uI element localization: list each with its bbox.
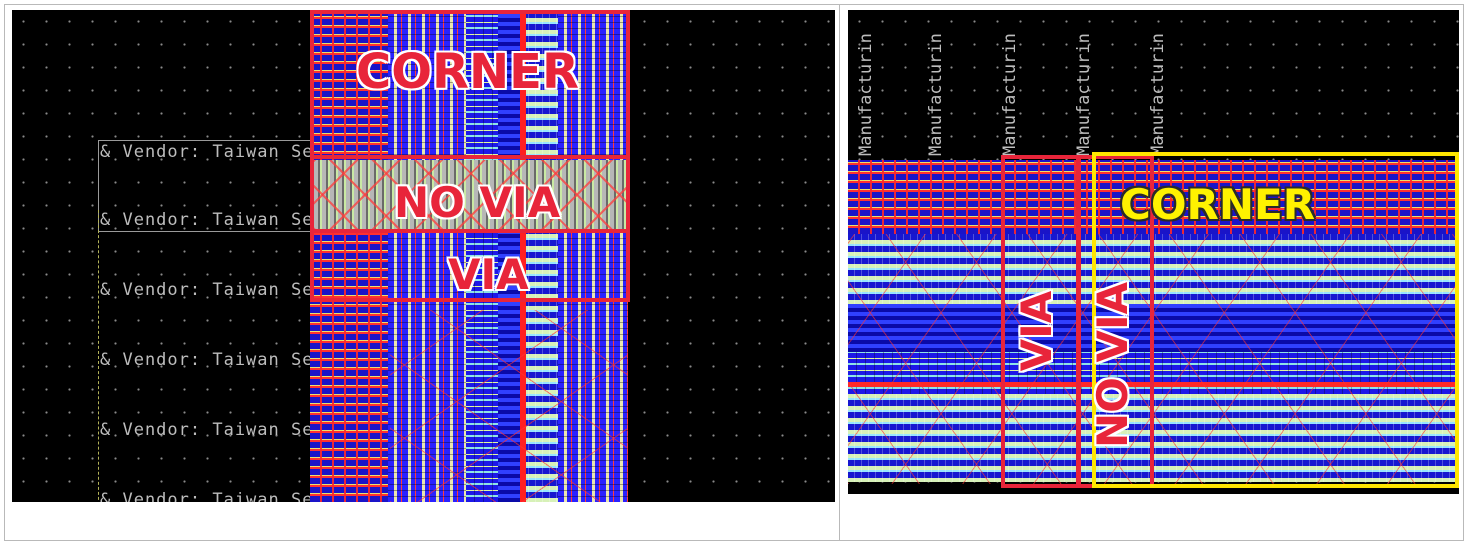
- cell-outline-dashed: [98, 210, 312, 502]
- layout-column-red: [310, 10, 388, 502]
- corner-highlight-box: [1092, 152, 1459, 488]
- no-via-label: NO VIA: [1088, 281, 1137, 448]
- vertical-text: Manufacturin: [856, 33, 876, 156]
- vertical-text: Manufacturin: [1074, 33, 1094, 156]
- corner-label: CORNER: [356, 44, 579, 100]
- cross-pattern: [390, 310, 628, 502]
- layout-rail: [520, 10, 526, 502]
- vendor-label: & Vendor: Taiwan Semi: [100, 280, 336, 300]
- no-via-highlight-box: [310, 155, 630, 233]
- vendor-label: & Vendor: Taiwan Semi: [100, 210, 336, 230]
- vendor-label: & Vendor: Taiwan Semi: [100, 490, 336, 502]
- vendor-label: & Vendor: Taiwan Semi: [100, 350, 336, 370]
- via-label: VIA: [448, 250, 529, 299]
- layout-view-left[interactable]: & Vendor: Taiwan Semi & Vendor: Taiwan S…: [12, 10, 835, 502]
- corner-label: CORNER: [1120, 180, 1316, 229]
- vertical-text: Manufacturin: [1000, 33, 1020, 156]
- no-via-label: NO VIA: [394, 178, 561, 227]
- via-label: VIA: [1012, 290, 1061, 372]
- vertical-text: Manufacturin: [926, 33, 946, 156]
- vendor-label: & Vendor: Taiwan Semi: [100, 142, 336, 162]
- layout-view-right[interactable]: Manufacturin Manufacturin Manufacturin M…: [848, 10, 1459, 494]
- no-via-region: [314, 160, 628, 230]
- vertical-text: Manufacturin: [1148, 33, 1168, 156]
- vendor-label: & Vendor: Taiwan Semi: [100, 420, 336, 440]
- panel-divider: [839, 4, 840, 541]
- figure-frame: [4, 4, 1464, 541]
